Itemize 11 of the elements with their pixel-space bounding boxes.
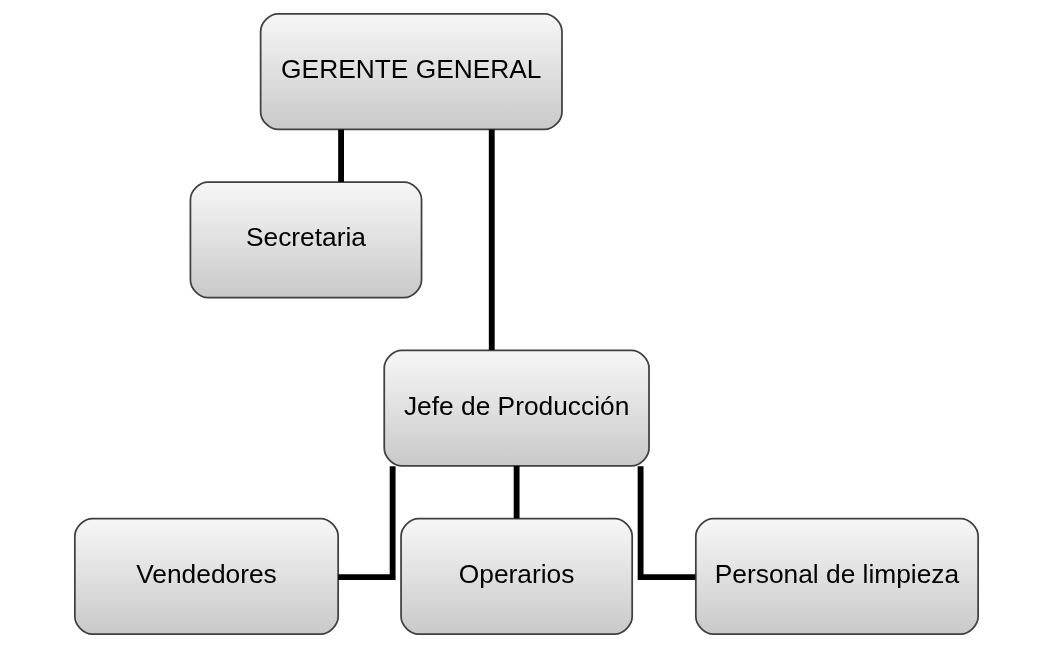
connector xyxy=(513,466,520,519)
connector xyxy=(337,129,344,182)
connector xyxy=(337,466,396,580)
connector xyxy=(637,466,695,580)
node-box: Operarios xyxy=(399,517,633,635)
node-box: Secretaria xyxy=(189,181,422,299)
node-box: Personal de limpieza xyxy=(694,517,979,635)
node-box: Vendedores xyxy=(73,517,339,635)
node-box: Jefe de Producción xyxy=(382,349,650,467)
connector xyxy=(488,129,495,350)
node-box: GERENTE GENERAL xyxy=(259,13,563,131)
